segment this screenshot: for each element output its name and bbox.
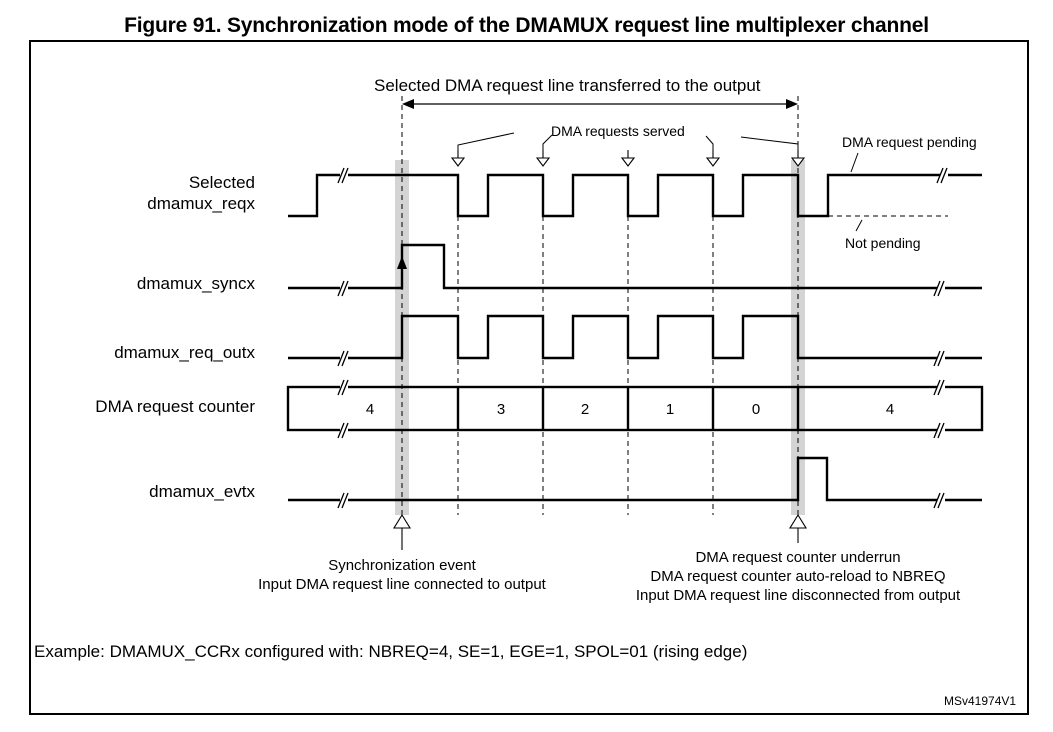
break-mark-icon: [337, 167, 349, 184]
break-mark-icon: [337, 492, 349, 509]
break-marks: [337, 167, 948, 509]
break-mark-icon: [337, 350, 349, 367]
break-mark-icon: [337, 379, 349, 396]
underrun-event-line: Input DMA request line disconnected from…: [635, 587, 961, 604]
served-marker: [450, 150, 466, 167]
figure-frame: [29, 40, 1029, 715]
break-mark-icon: [933, 422, 945, 439]
break-mark-icon: [933, 379, 945, 396]
counter-value: 4: [886, 401, 894, 418]
sync-event-note: Synchronization event Input DMA request …: [212, 556, 592, 594]
counter-value: 2: [581, 401, 589, 418]
wave-reqx: [288, 173, 982, 218]
not-pending-label: Not pending: [845, 235, 921, 251]
figure-id-code: MSv41974V1: [944, 694, 1017, 708]
served-markers: [450, 150, 806, 167]
break-mark-icon: [337, 280, 349, 297]
label-reqx-line1: Selected: [188, 173, 255, 192]
underrun-event-line: DMA request counter auto-reload to NBREQ: [650, 568, 946, 585]
break-mark-icon: [936, 167, 948, 184]
wave-req-outx: [288, 314, 982, 360]
break-mark-icon: [933, 492, 945, 509]
label-syncx: dmamux_syncx: [136, 274, 255, 293]
arrowhead-right-icon: [786, 99, 798, 109]
break-mark-icon: [337, 422, 349, 439]
served-marker: [705, 150, 721, 167]
break-mark-icon: [933, 350, 945, 367]
underrun-event-line: DMA request counter underrun: [695, 549, 901, 566]
counter-value: 1: [666, 401, 674, 418]
arrowhead-left-icon: [402, 99, 414, 109]
sync-event-line: Input DMA request line connected to outp…: [258, 576, 546, 593]
leader-lines: [457, 132, 863, 232]
label-reqx: Selected dmamux_reqx: [25, 172, 255, 214]
sync-event-pointer-icon: [393, 513, 411, 550]
served-marker: [535, 150, 551, 167]
example-config-text: Example: DMAMUX_CCRx configured with: NB…: [34, 642, 748, 661]
counter-value: 4: [366, 401, 374, 418]
figure-title: Figure 91. Synchronization mode of the D…: [124, 14, 929, 37]
request-pending-label: DMA request pending: [842, 134, 977, 150]
wave-syncx: [288, 243, 982, 290]
wave-evtx: [288, 456, 982, 502]
label-evtx: dmamux_evtx: [149, 482, 255, 501]
served-marker: [620, 150, 636, 167]
served-marker: [790, 150, 806, 167]
underrun-event-pointer-icon: [789, 513, 807, 543]
counter-bus: [286, 385, 984, 432]
rising-edge-arrow-icon: [397, 256, 407, 269]
requests-served-label: DMA requests served: [551, 123, 685, 139]
break-mark-icon: [933, 280, 945, 297]
underrun-event-note: DMA request counter underrun DMA request…: [588, 548, 1008, 605]
counter-value: 3: [497, 401, 505, 418]
label-reqx-line2: dmamux_reqx: [147, 194, 255, 213]
dashed-guides: [401, 96, 948, 515]
sync-event-line: Synchronization event: [328, 557, 476, 574]
transfer-span-arrow: [402, 99, 798, 109]
label-counter: DMA request counter: [95, 397, 255, 416]
label-req-outx: dmamux_req_outx: [114, 343, 255, 362]
transfer-span-label: Selected DMA request line transferred to…: [374, 76, 761, 95]
counter-value: 0: [752, 401, 760, 418]
